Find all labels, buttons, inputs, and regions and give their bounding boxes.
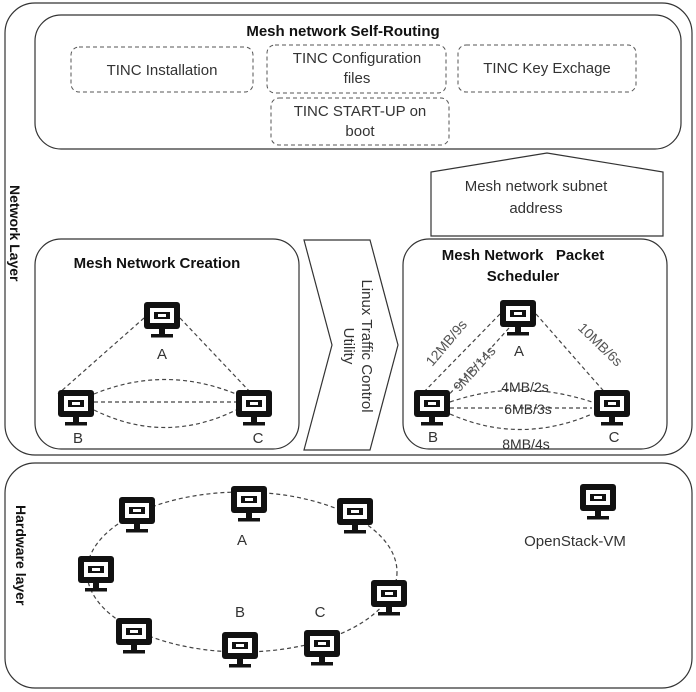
network-layer-label: Network Layer [7,185,23,282]
traffic-control-label-line2: Utility [340,328,357,365]
network-layer-box [4,2,693,456]
tinc-config-box [266,44,447,94]
monitor-icon [222,632,258,668]
link-label-ac: 10MB/6s [575,319,626,369]
monitor-icon [337,498,373,534]
tinc-key-exchange-box [457,44,637,93]
monitor-icon [78,556,114,592]
monitor-icon [580,484,616,520]
scheduler-node-a-label: A [514,343,524,360]
monitor-icon [144,302,180,338]
link-label-ab: 12MB/9s [422,316,470,369]
scheduler-title-line2: Scheduler [487,268,560,285]
self-routing-title: Mesh network Self-Routing [246,23,439,40]
monitor-icon [236,390,272,426]
subnet-arrow-label-line1: Mesh network subnet [465,178,608,195]
link-label-bc-1: 4MB/2s [501,379,548,395]
ring-label-b: B [235,604,245,621]
monitor-icon [594,390,630,426]
scheduler-node-b-label: B [428,429,438,446]
link-label-bc-2: 6MB/3s [504,401,551,417]
link-label-ab-inner: 9MB/14s [450,343,499,395]
tinc-installation-box [70,46,254,93]
monitor-icon [116,618,152,654]
traffic-control-label-line1: Linux Traffic Control [358,279,375,412]
packet-scheduler-box [402,238,668,450]
scheduler-links [417,313,609,431]
creation-node-c-label: C [253,430,264,447]
hardware-layer-label: Hardware layer [13,505,29,606]
monitor-icon [119,497,155,533]
monitor-icon [500,300,536,336]
tinc-config-label-line2: files [344,70,371,87]
scheduler-title-line1: Mesh Network Packet [442,247,605,264]
creation-node-b-label: B [73,430,83,447]
scheduler-node-c-label: C [609,429,620,446]
ring-label-a: A [237,532,247,549]
legend-openstack-vm: OpenStack-VM [524,533,626,550]
tinc-startup-box [270,97,450,146]
subnet-address-arrow [430,152,664,237]
mesh-creation-links [57,317,253,428]
tinc-installation-label: TINC Installation [107,62,218,79]
mesh-creation-title: Mesh Network Creation [74,255,241,272]
self-routing-box [34,14,682,150]
tinc-config-label-line1: TINC Configuration [293,50,421,67]
monitor-icon [231,486,267,522]
tinc-key-exchange-label: TINC Key Exchage [483,60,611,77]
subnet-arrow-label-line2: address [509,200,562,217]
ring-label-c: C [315,604,326,621]
hardware-layer-box [4,462,693,689]
tinc-startup-label-line1: TINC START-UP on [294,103,427,120]
monitor-icon [304,630,340,666]
tinc-startup-label-line2: boot [345,123,375,140]
monitor-icon [414,390,450,426]
creation-node-a-label: A [157,346,167,363]
mesh-creation-box [34,238,300,450]
monitor-icon [371,580,407,616]
link-label-bc-3: 8MB/4s [502,436,549,452]
traffic-control-arrow [303,239,399,451]
monitor-icon [58,390,94,426]
